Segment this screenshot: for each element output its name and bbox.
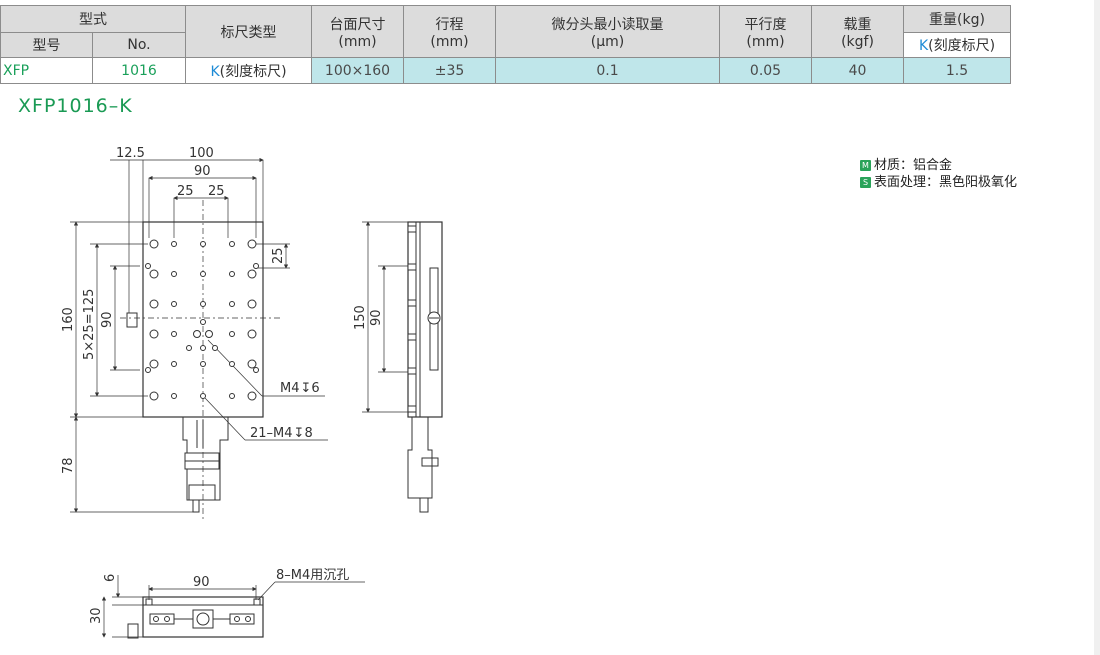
hole-grid	[145, 239, 259, 401]
dim-78: 78	[61, 457, 76, 474]
cell-scale-k: K	[210, 63, 220, 80]
cell-scale-type: K(刻度标尺)	[185, 57, 312, 84]
cell-scale-rest: (刻度标尺)	[219, 63, 287, 80]
dim-side-150: 150	[353, 305, 368, 330]
header-load-unit: (kgf)	[841, 33, 874, 50]
cell-parallelism: 0.05	[719, 57, 812, 84]
dim-m4-6-thread: M4	[280, 381, 300, 396]
header-micro-unit: (μm)	[590, 33, 625, 50]
page-edge	[1094, 0, 1100, 655]
dim-m4-8-depth: 8	[304, 426, 312, 441]
cell-micrometer: 0.1	[495, 57, 720, 84]
dim-side-90: 90	[369, 309, 384, 326]
dim-bottom-90: 90	[193, 575, 210, 590]
material-badge-icon: M	[860, 160, 871, 171]
legend-material-row: M 材质：铝合金	[860, 157, 1017, 174]
dim-m4-8-thread: 21–M4	[250, 426, 293, 441]
dim-bottom-holes: 8–M4用沉孔	[276, 568, 349, 583]
header-load-title: 载重	[843, 16, 872, 33]
weight-sub-k: K	[918, 38, 929, 54]
header-weight-sub: K(刻度标尺)	[903, 32, 1011, 58]
front-view	[101, 575, 365, 639]
cell-no: 1016	[92, 57, 186, 84]
header-parallelism: 平行度 (mm)	[719, 5, 812, 58]
legend-material: 材质：铝合金	[874, 158, 953, 173]
table-row: XFP 1016 K(刻度标尺) 100×160 ±35 0.1 0.05 40…	[0, 57, 1011, 84]
header-weight: 重量(kg)	[903, 5, 1011, 33]
spec-table: 型式 标尺类型 台面尺寸 (mm) 行程 (mm) 微分头最小读取量 (μm) …	[0, 5, 1011, 84]
dim-160: 160	[61, 307, 76, 332]
dim-bottom-30: 30	[89, 607, 104, 624]
dim-25-a: 25	[177, 184, 194, 199]
header-parallel-title: 平行度	[744, 16, 787, 33]
dim-12-5: 12.5	[116, 146, 145, 161]
side-view	[362, 221, 443, 513]
header-load: 载重 (kgf)	[811, 5, 904, 58]
header-table-size-title: 台面尺寸	[329, 16, 386, 33]
header-type-group: 型式	[0, 5, 186, 33]
surface-badge-icon: S	[860, 177, 871, 188]
header-travel: 行程 (mm)	[403, 5, 496, 58]
legend-surface-row: S 表面处理：黑色阳极氧化	[860, 174, 1017, 191]
cell-travel: ±35	[403, 57, 496, 84]
dim-25-b: 25	[208, 184, 225, 199]
dim-90-top: 90	[194, 164, 211, 179]
header-parallel-unit: (mm)	[746, 33, 785, 50]
model-caption: XFP1016–K	[18, 95, 133, 117]
dim-25-right: 25	[271, 247, 286, 264]
legend-surface: 表面处理：黑色阳极氧化	[874, 175, 1018, 190]
dim-m4-8: 21–M4↧8	[250, 426, 313, 441]
dim-100: 100	[189, 146, 214, 161]
header-travel-unit: (mm)	[430, 33, 469, 50]
cell-load: 40	[811, 57, 904, 84]
dim-5x25: 5×25=125	[82, 289, 97, 360]
header-travel-title: 行程	[435, 16, 464, 33]
dim-m4-6-depth: 6	[311, 381, 319, 396]
dim-90-left: 90	[100, 311, 115, 328]
dim-bottom-6: 6	[103, 574, 118, 582]
header-table-size-unit: (mm)	[338, 33, 377, 50]
cell-model: XFP	[0, 57, 93, 84]
dim-m4-6: M4↧6	[280, 381, 320, 396]
header-micro-title: 微分头最小读取量	[551, 16, 664, 33]
weight-sub-rest: (刻度标尺)	[928, 38, 996, 54]
header-no: No.	[92, 32, 186, 58]
header-micrometer: 微分头最小读取量 (μm)	[495, 5, 720, 58]
material-legend: M 材质：铝合金 S 表面处理：黑色阳极氧化	[860, 157, 1017, 191]
cell-weight: 1.5	[903, 57, 1011, 84]
top-view-stage	[142, 221, 264, 418]
